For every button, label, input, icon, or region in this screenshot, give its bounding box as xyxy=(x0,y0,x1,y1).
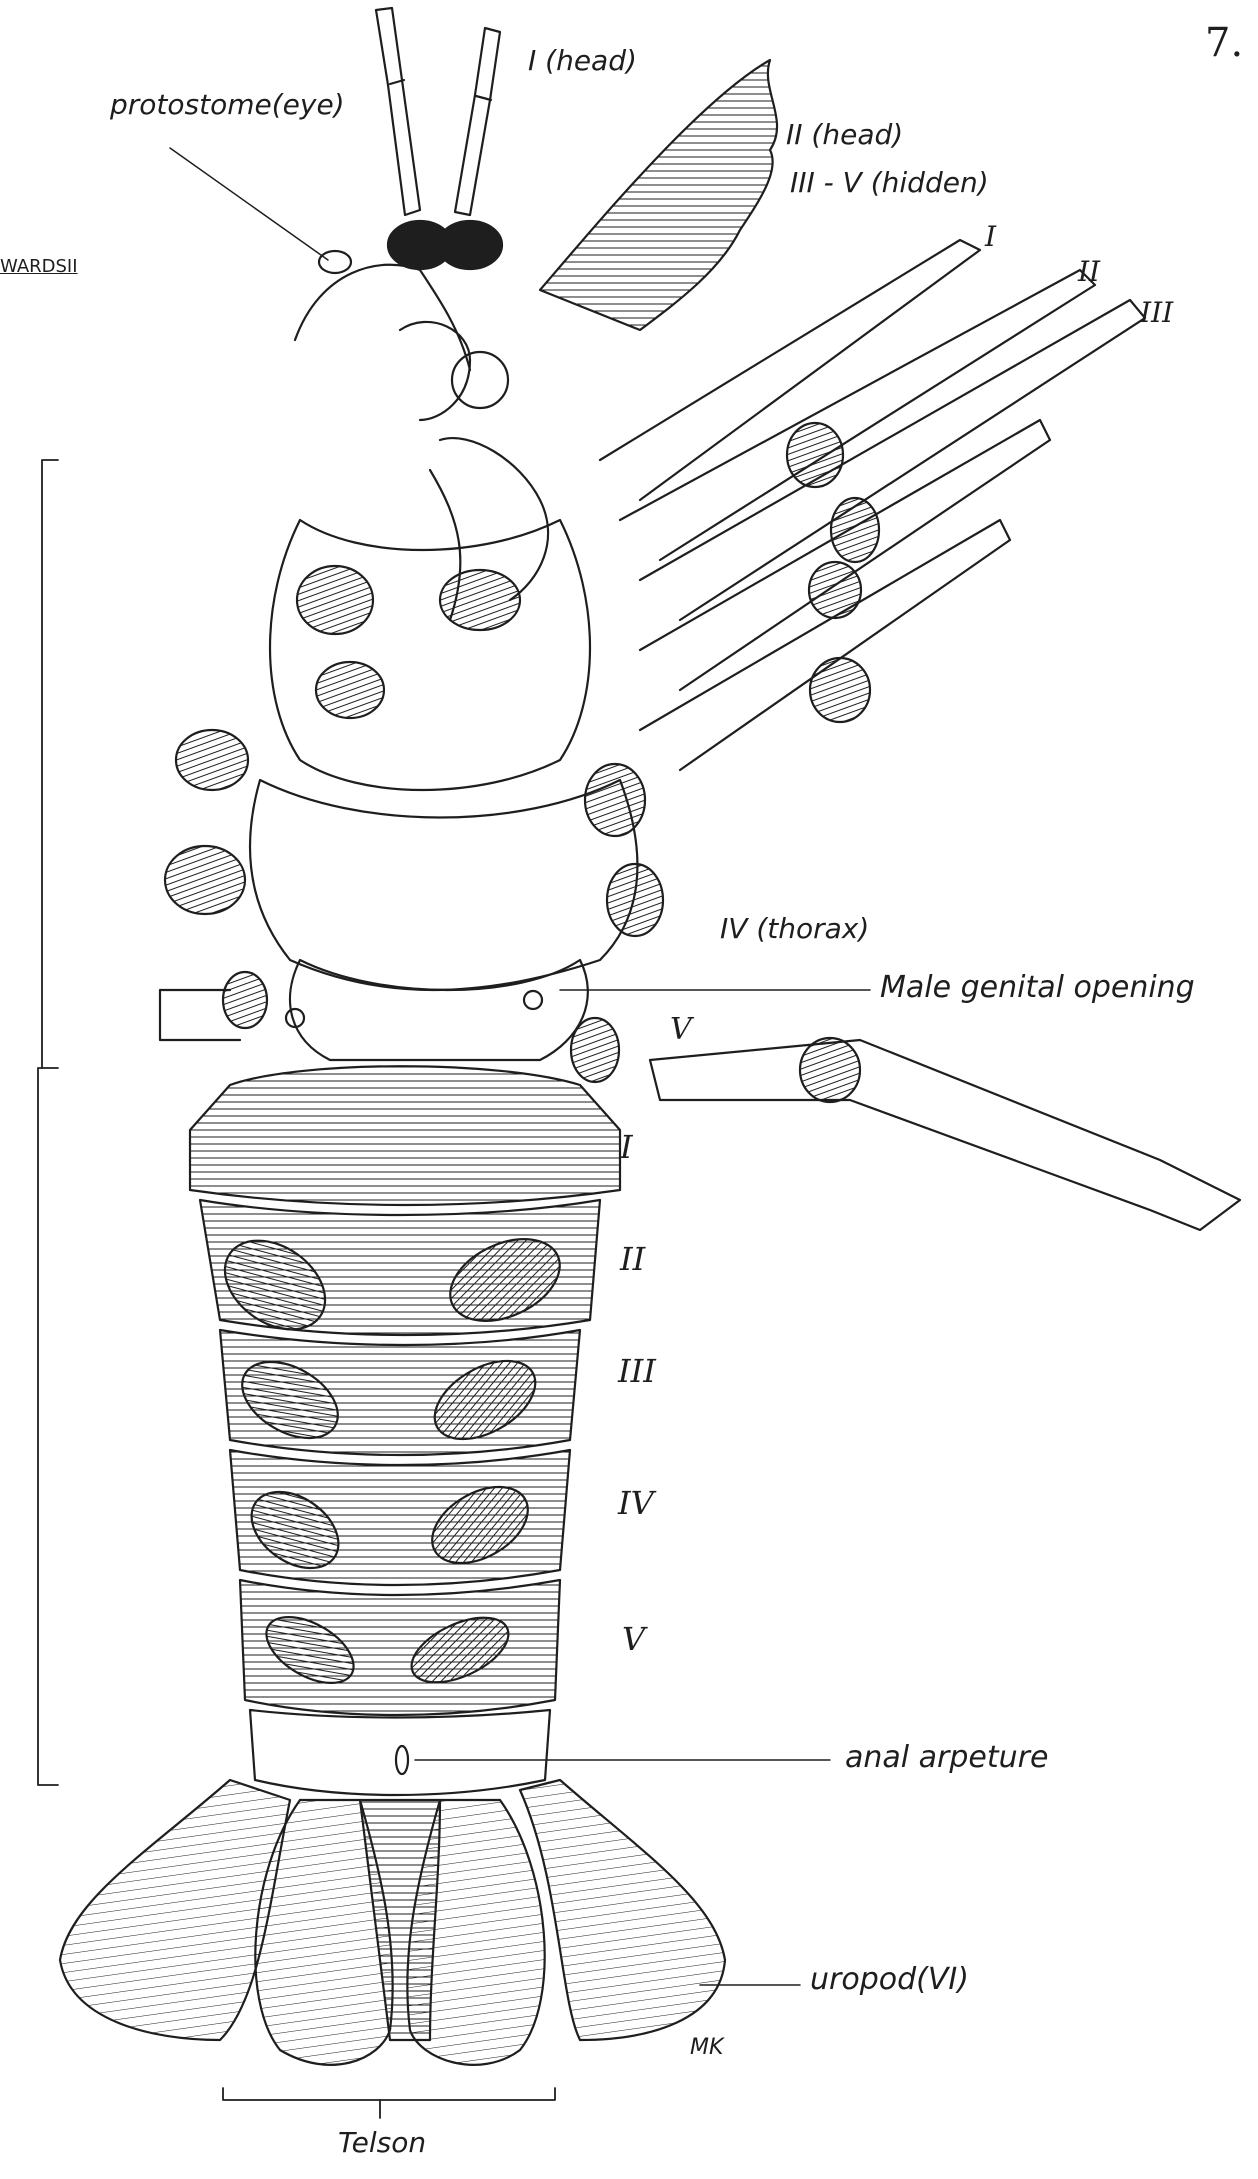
label-uropod: uropod(VI) xyxy=(810,1962,969,1997)
page-number: 7. xyxy=(1205,20,1243,66)
label-abdomen-2: II xyxy=(620,1240,645,1278)
eye-leader-line xyxy=(170,148,328,260)
species-name-fragment: WARDSII xyxy=(0,256,78,277)
telson-bracket xyxy=(223,2088,555,2118)
leg-five xyxy=(650,1040,1240,1230)
label-abdomen-4: IV xyxy=(618,1484,654,1522)
anal-aperture-mark xyxy=(396,1746,408,1774)
eye-icon xyxy=(319,221,502,273)
label-leg-2: II xyxy=(1078,255,1100,288)
label-leg-4-thorax: IV (thorax) xyxy=(720,912,869,945)
label-leg-3: III xyxy=(1140,296,1173,329)
label-eye: protostome(eye) xyxy=(110,88,345,121)
second-antenna xyxy=(540,60,777,330)
leg-joints xyxy=(165,423,879,1102)
label-anal-aperture: anal arpeture xyxy=(845,1740,1048,1775)
label-hidden-appendages: III - V (hidden) xyxy=(790,166,989,199)
head-shield xyxy=(295,265,470,370)
label-male-genital-opening: Male genital opening xyxy=(880,970,1195,1005)
artist-signature: MK xyxy=(690,2035,723,2060)
body-bracket xyxy=(38,460,58,1785)
label-abdomen-5: V xyxy=(622,1620,645,1658)
tail-fan xyxy=(60,1780,725,2065)
abdomen xyxy=(190,1066,620,1795)
label-leg-1: I xyxy=(985,220,996,253)
label-antenna-head-2: II (head) xyxy=(786,118,903,151)
label-leg-5: V xyxy=(670,1012,692,1047)
label-telson: Telson xyxy=(338,2126,426,2159)
antennae xyxy=(376,8,500,215)
label-abdomen-3: III xyxy=(618,1352,656,1390)
label-abdomen-1: I xyxy=(620,1128,633,1166)
label-antenna-head-1: I (head) xyxy=(528,44,637,77)
